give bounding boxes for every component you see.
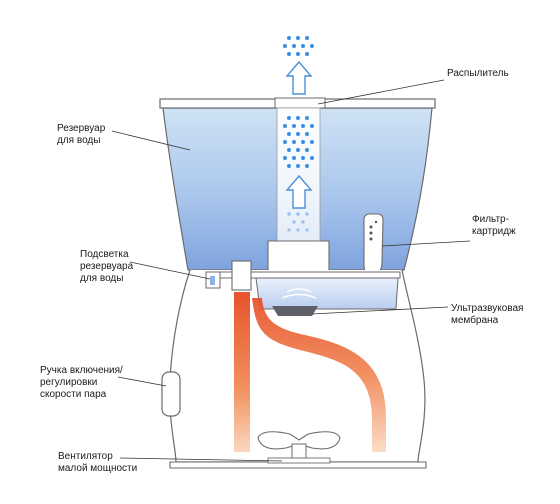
fan-hub <box>291 443 307 459</box>
backlight-lamp <box>210 276 215 285</box>
mist-dots-top <box>283 36 314 56</box>
label-fan: Вентилятор малой мощности <box>58 451 138 474</box>
membrane-wave <box>286 288 312 293</box>
fan-base <box>267 457 331 464</box>
leader-sprayer <box>317 79 445 105</box>
label-sprayer: Распылитель <box>447 68 509 79</box>
membrane-wave <box>281 293 317 299</box>
lower-water-chamber <box>255 277 399 310</box>
label-ultrasonic-membrane: Ультразвуковая мембрана <box>451 303 524 326</box>
filter-cartridge <box>363 213 384 277</box>
filter-dot <box>374 220 378 224</box>
leader-membrane <box>311 306 449 315</box>
label-power-knob: Ручка включения/ регулировки скорости па… <box>40 365 123 400</box>
leader-water-tank <box>111 130 191 151</box>
base-foot <box>169 461 427 469</box>
mist-arrow-up-top <box>285 60 313 95</box>
warm-air-flow <box>234 292 250 452</box>
fan <box>257 431 341 450</box>
ultrasonic-membrane-plate <box>272 306 318 316</box>
leader-lines <box>111 79 471 462</box>
label-tank-backlight: Подсветка резервуара для воды <box>80 249 134 284</box>
label-water-tank: Резервуар для воды <box>57 123 106 146</box>
mist-dots-column <box>283 116 314 168</box>
leader-knob <box>117 376 167 387</box>
filter-dot <box>369 237 373 241</box>
mist-dots-column-faint <box>287 212 309 232</box>
leader-backlight <box>129 261 211 280</box>
filter-dot <box>369 225 373 229</box>
warm-air-flow-loop <box>252 298 386 452</box>
label-filter-cartridge: Фильтр- картридж <box>472 214 516 237</box>
air-duct-inlet <box>231 260 252 291</box>
mist-arrow-up-column <box>285 174 313 209</box>
sprayer-opening <box>274 97 326 109</box>
power-knob[interactable] <box>161 371 181 417</box>
leader-fan <box>119 457 283 462</box>
column-base <box>267 240 330 273</box>
leader-filter <box>381 240 471 247</box>
mist-column <box>276 107 321 242</box>
filter-dot <box>369 231 373 235</box>
